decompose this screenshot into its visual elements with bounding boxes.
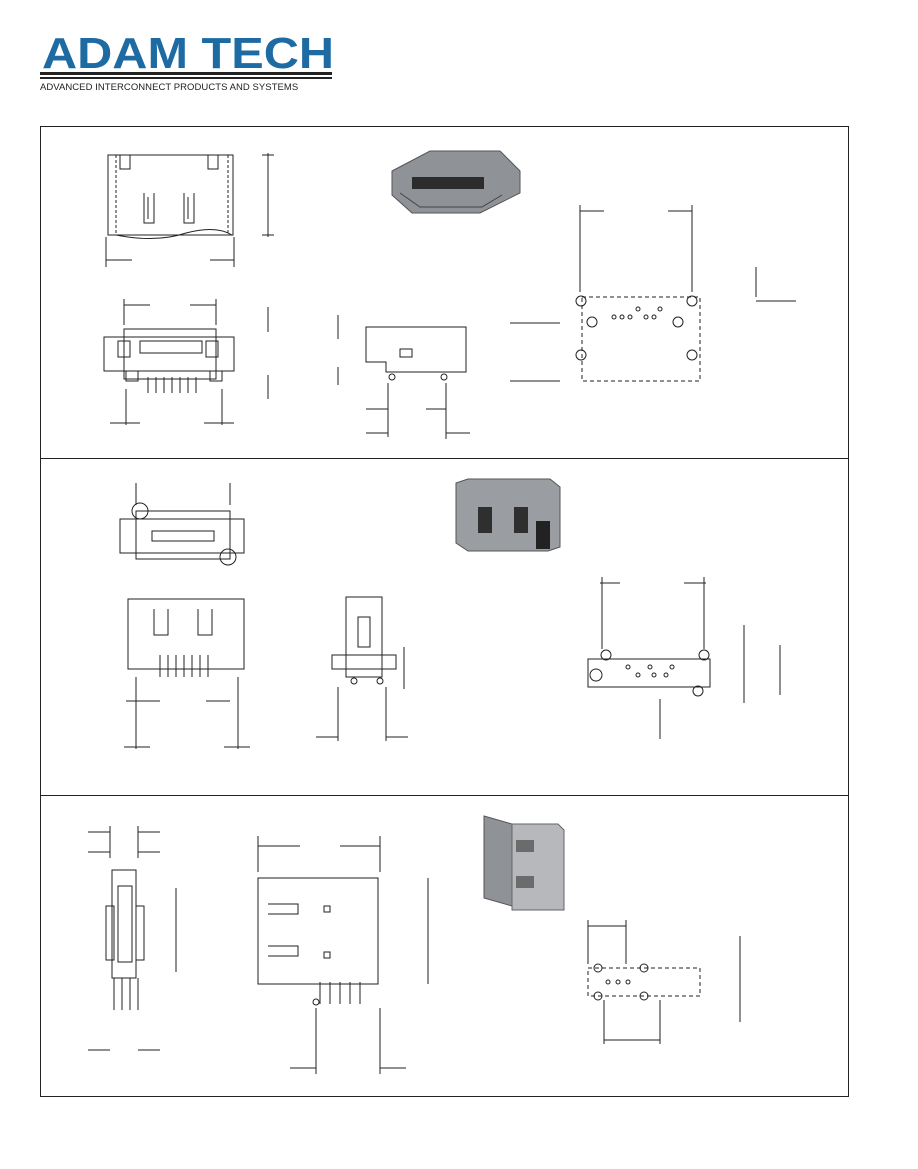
panel-divider-1	[40, 458, 849, 459]
drawing-frame	[40, 126, 849, 1097]
logo-underline-1	[40, 72, 332, 75]
panel-divider-2	[40, 795, 849, 796]
logo-text: ADAM TECH	[42, 30, 334, 78]
side-view-drawing	[337, 315, 470, 439]
connector-photo-bottom	[483, 815, 565, 911]
connector-photo-top	[391, 150, 521, 214]
panel-middle-drawings	[119, 478, 781, 749]
connector-photo-middle	[455, 478, 561, 552]
pcb-layout-top	[510, 205, 796, 382]
front-view-drawing-3	[257, 836, 429, 1074]
panel-bottom-drawings	[88, 815, 741, 1074]
front-view-drawing-2	[124, 598, 250, 749]
top-view-drawing-2	[119, 483, 245, 566]
company-tagline: ADVANCED INTERCONNECT PRODUCTS AND SYSTE…	[40, 82, 299, 93]
side-view-drawing-3	[88, 826, 177, 1051]
side-view-drawing-2	[316, 596, 408, 741]
pcb-layout-middle	[587, 577, 781, 739]
pcb-layout-bottom	[587, 920, 741, 1044]
top-view-drawing	[103, 299, 269, 425]
adam-tech-logo: ADAM TECH	[40, 30, 334, 79]
front-view-drawing	[105, 153, 274, 267]
logo-underline-2	[40, 77, 332, 79]
panel-top-drawings	[103, 150, 796, 439]
